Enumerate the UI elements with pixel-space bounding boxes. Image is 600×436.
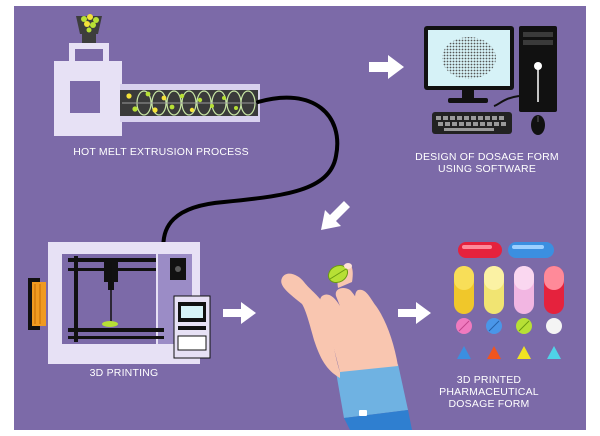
arrow-to-design (369, 55, 404, 79)
filament-line (161, 95, 340, 256)
diagram-panel: HOT MELT EXTRUSION PROCESS DESIGN OF DOS… (14, 6, 586, 430)
3d-printer-icon (28, 242, 211, 364)
arrow-to-hand (223, 302, 256, 324)
design-dosage-form-label: DESIGN OF DOSAGE FORM USING SOFTWARE (397, 151, 577, 175)
3d-printing-label: 3D PRINTING (89, 367, 159, 379)
desktop-computer-icon (424, 26, 557, 135)
pharma-label-line1: 3D PRINTED (456, 374, 522, 386)
pharmaceutical-dosage-form-label: 3D PRINTED PHARMACEUTICAL DOSAGE FORM (419, 374, 559, 410)
design-label-line2: USING SOFTWARE (437, 163, 537, 175)
pharma-label-line2: PHARMACEUTICAL (439, 386, 539, 398)
diagram-canvas (28, 14, 564, 430)
hot-melt-extrusion-label: HOT MELT EXTRUSION PROCESS (73, 146, 249, 158)
hand-holding-pill-icon (281, 263, 412, 430)
extruder-icon (54, 14, 260, 136)
arrow-to-printer (321, 201, 350, 230)
pharma-label-line3: DOSAGE FORM (448, 398, 530, 410)
design-label-line1: DESIGN OF DOSAGE FORM (415, 151, 559, 163)
arrow-to-pills (398, 302, 431, 324)
pill-assortment-icon (454, 242, 564, 359)
